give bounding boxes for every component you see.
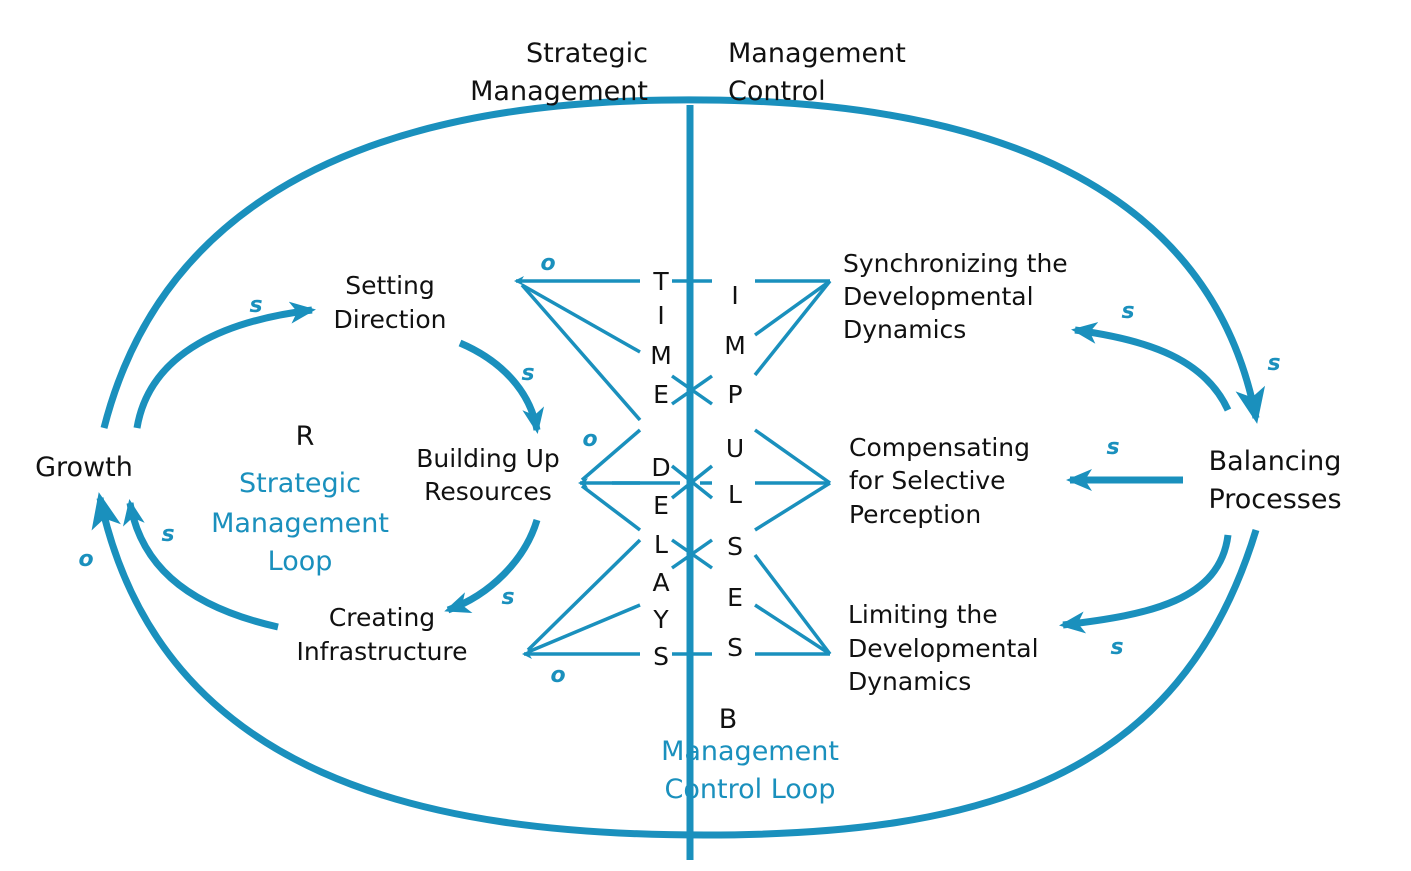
node-limiting-line2: Developmental (848, 634, 1039, 663)
loop-label-control-line1: Management (661, 736, 839, 767)
polarity-setting-to-building: s (521, 361, 534, 386)
polarity-balancing-to-limiting: s (1110, 635, 1123, 660)
time-delays-letter: I (657, 301, 664, 330)
node-compensating-line1: Compensating (849, 433, 1030, 462)
loop-label-strategic-line3: Loop (268, 546, 333, 577)
impulses-letter: I (731, 281, 738, 310)
polarity-balancing-to-synchronizing: s (1121, 299, 1134, 324)
node-building-up-line1: Building Up (416, 444, 560, 473)
impulses-letter: S (727, 633, 743, 662)
impulses-letter: U (726, 434, 744, 463)
node-limiting-line3: Dynamics (848, 667, 971, 696)
node-creating-infrastructure-line2: Infrastructure (296, 637, 467, 666)
arrow-setting-to-building (458, 339, 545, 434)
loop-label-strategic-line1: Strategic (239, 468, 361, 499)
polarity-growth-to-setting: s (249, 293, 262, 318)
polarity-creating-to-growth: s (161, 522, 174, 547)
loop-label-strategic-line2: Management (211, 508, 389, 539)
node-synchronizing-line2: Developmental (843, 282, 1034, 311)
polarity-to-setting: o (540, 251, 555, 276)
polarity-outer-to-balancing: s (1267, 351, 1280, 376)
node-synchronizing-line3: Dynamics (843, 315, 966, 344)
node-building-up-line2: Resources (424, 477, 552, 506)
node-limiting-line1: Limiting the (848, 600, 998, 629)
time-delays-letter: L (654, 530, 668, 559)
impulses-letter: M (724, 331, 746, 360)
outer-loop-bottom-arc (91, 492, 1260, 839)
header-strategic-line1: Strategic (526, 38, 648, 69)
polarity-balancing-to-compensating: s (1106, 435, 1119, 460)
impulses-column: I M P U L S E S (724, 281, 746, 662)
arrow-balancing-to-synchronizing (1071, 322, 1232, 412)
node-balancing-line1: Balancing (1209, 446, 1342, 477)
header-control-line2: Control (728, 76, 826, 107)
polarity-outer-to-growth: o (78, 547, 93, 572)
node-setting-direction-line1: Setting (345, 271, 435, 300)
arrow-creating-to-growth (122, 499, 279, 631)
time-delays-letter: T (652, 267, 669, 296)
node-synchronizing-line1: Synchronizing the (843, 249, 1068, 278)
loop-marker-r: R (296, 421, 315, 452)
arrow-balancing-to-limiting (1059, 534, 1232, 634)
time-delays-column: T I M E D E L A Y S (650, 267, 672, 671)
polarity-to-building: o (582, 427, 597, 452)
arrow-building-to-creating (444, 518, 541, 614)
node-compensating-line3: Perception (849, 500, 981, 529)
impulse-lines (514, 276, 832, 659)
polarity-building-to-creating: s (501, 585, 514, 610)
time-delays-letter: E (653, 380, 669, 409)
node-creating-infrastructure-line1: Creating (329, 603, 435, 632)
node-balancing-line2: Processes (1208, 484, 1341, 515)
node-setting-direction-line2: Direction (334, 305, 447, 334)
node-compensating-line2: for Selective (849, 466, 1006, 495)
header-control-line1: Management (728, 38, 906, 69)
arrow-growth-to-setting (133, 301, 316, 429)
loop-label-control-line2: Control Loop (665, 774, 836, 805)
time-delays-letter: D (651, 453, 670, 482)
time-delays-letter: S (653, 642, 669, 671)
impulses-letter: E (727, 583, 743, 612)
header-strategic-line2: Management (470, 76, 648, 107)
loop-marker-b: B (719, 704, 738, 735)
time-delays-letter: M (650, 341, 672, 370)
node-growth: Growth (35, 452, 133, 483)
impulses-letter: S (727, 532, 743, 561)
outer-loop-top-arc (100, 96, 1266, 429)
time-delays-letter: E (653, 491, 669, 520)
time-delays-letter: A (652, 568, 669, 597)
impulses-letter: L (728, 480, 742, 509)
time-delays-letter: Y (652, 605, 669, 634)
polarity-to-creating: o (550, 663, 565, 688)
impulses-letter: P (727, 380, 742, 409)
